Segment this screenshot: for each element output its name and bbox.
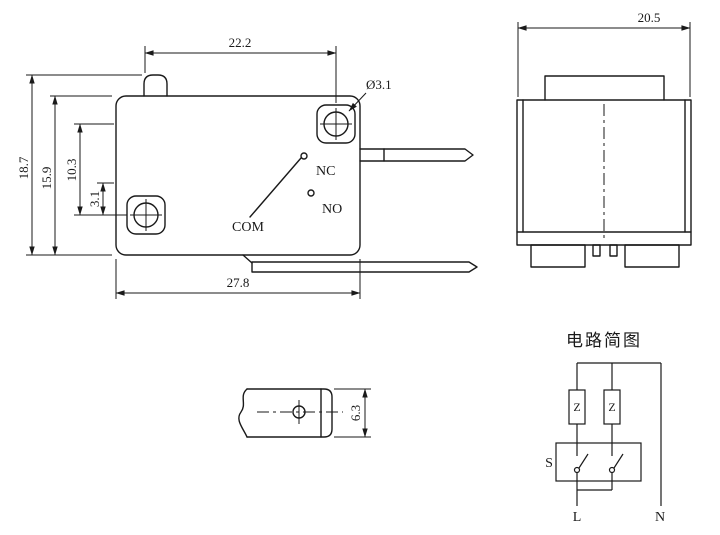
contact-point-nc: [300, 152, 308, 160]
contact-lever-line: [249, 157, 302, 218]
dim-label-hole-spacing: 10.3: [64, 159, 79, 182]
circuit-diagram: 电路简图 Z Z S L N: [545, 331, 665, 525]
switch-label: S: [545, 456, 553, 471]
impedance-label-right: Z: [608, 400, 615, 414]
contact-point-no: [307, 189, 315, 197]
terminal-blade-upper: [359, 148, 474, 162]
switch-contact-left: [573, 466, 581, 474]
switch-body-outline: [115, 95, 361, 256]
side-foot-left: [530, 244, 586, 268]
switch-box: [555, 442, 642, 482]
dim-label-hole-diameter: Ø3.1: [366, 77, 392, 92]
hole-diameter-leader-line: [348, 92, 367, 112]
live-terminal-label: L: [573, 510, 582, 525]
mounting-boss-top: [316, 104, 356, 144]
lever-break-line: [238, 388, 248, 438]
side-plunger-cap: [544, 75, 665, 101]
side-terminal-nub-right: [609, 244, 618, 257]
dimension-lines-front: [29, 50, 367, 296]
dim-label-total-height: 18.7: [16, 156, 31, 179]
terminal-blade-lower: [251, 261, 478, 273]
dim-label-body-height: 15.9: [39, 167, 54, 190]
impedance-box-left: [568, 389, 586, 425]
switch-contacts: [573, 453, 624, 474]
front-view: 22.2 Ø3.1 18.7 15.9 10.3 3.1 27.8 NC NO …: [16, 35, 478, 299]
dim-label-top-width: 22.2: [229, 35, 252, 50]
lever-outline: [246, 388, 333, 438]
lever-section-view: 6.3: [238, 388, 371, 438]
switch-contact-right: [608, 466, 616, 474]
dim-label-side-width: 20.5: [638, 10, 661, 25]
terminal-label-nc: NC: [316, 164, 335, 179]
extension-lines-side: [517, 22, 691, 97]
circuit-wires: [576, 362, 662, 506]
plunger-button: [143, 74, 168, 97]
terminal-blade-lower-connector: [242, 254, 253, 264]
terminal-label-no: NO: [322, 202, 342, 217]
side-foot-right: [624, 244, 680, 268]
dim-label-bottom-width: 27.8: [227, 275, 250, 290]
dim-label-lever-height: 6.3: [348, 405, 363, 421]
dim-label-hole-offset: 3.1: [87, 191, 102, 207]
side-terminal-nub-left: [592, 244, 601, 257]
side-view: 20.5: [516, 10, 692, 268]
side-body-outline: [516, 99, 692, 246]
hole-crosshairs: [130, 108, 352, 231]
circuit-title: 电路简图: [566, 331, 642, 350]
neutral-terminal-label: N: [655, 510, 665, 525]
impedance-label-left: Z: [573, 400, 580, 414]
impedance-box-right: [603, 389, 621, 425]
terminal-label-com: COM: [232, 220, 264, 235]
